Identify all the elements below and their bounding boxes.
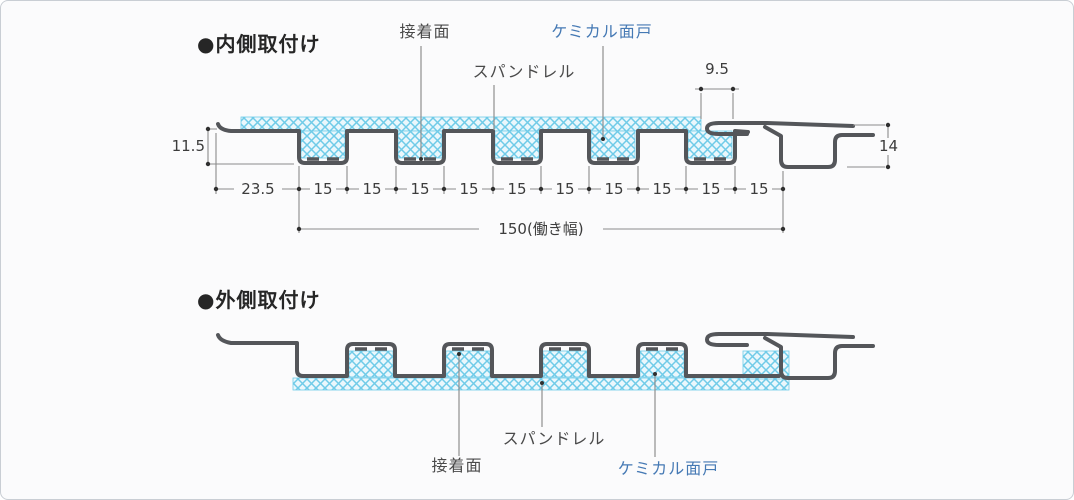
dim-pitch-15: 15 [359,181,385,198]
chemical-mendo-label-bottom: ケミカル面戸 [617,459,720,478]
top-spandrel-profile [216,121,875,169]
spandrel-label-top: スパンドレル [472,62,576,81]
dim-lap: 9.5 [705,60,729,78]
chemical-mendo-label-top: ケミカル面戸 [551,22,653,41]
adhesive-surface-label-bottom: 接着面 [431,456,483,475]
dim-pitch-15: 15 [746,181,772,198]
dim-depth: 11.5 [171,137,205,155]
top-chemical-mendo-hatch [240,116,733,159]
outer-mount-heading: ●外側取付け [197,288,321,312]
dim-pitch-15: 15 [504,181,530,198]
dim-working-width: 150(働き幅) [479,221,603,238]
dim-joint-height: 14 [873,138,904,155]
dimension-dots [205,86,891,232]
dim-pitch-15: 15 [456,181,482,198]
dim-left-margin: 23.5 [234,181,282,198]
spandrel-label-bottom: スパンドレル [502,429,606,448]
adhesive-surface-label-top: 接着面 [399,22,451,41]
dim-pitch-15: 15 [601,181,627,198]
dim-pitch-15: 15 [649,181,675,198]
dim-pitch-15: 15 [310,181,336,198]
top-dimension-lines [205,46,891,233]
dim-pitch-15: 15 [552,181,578,198]
dim-pitch-15: 15 [407,181,433,198]
dim-pitch-15: 15 [698,181,724,198]
bottom-spandrel-profile [216,332,875,380]
inner-mount-heading: ●内側取付け [197,32,321,56]
bottom-leader-lines [457,352,657,457]
